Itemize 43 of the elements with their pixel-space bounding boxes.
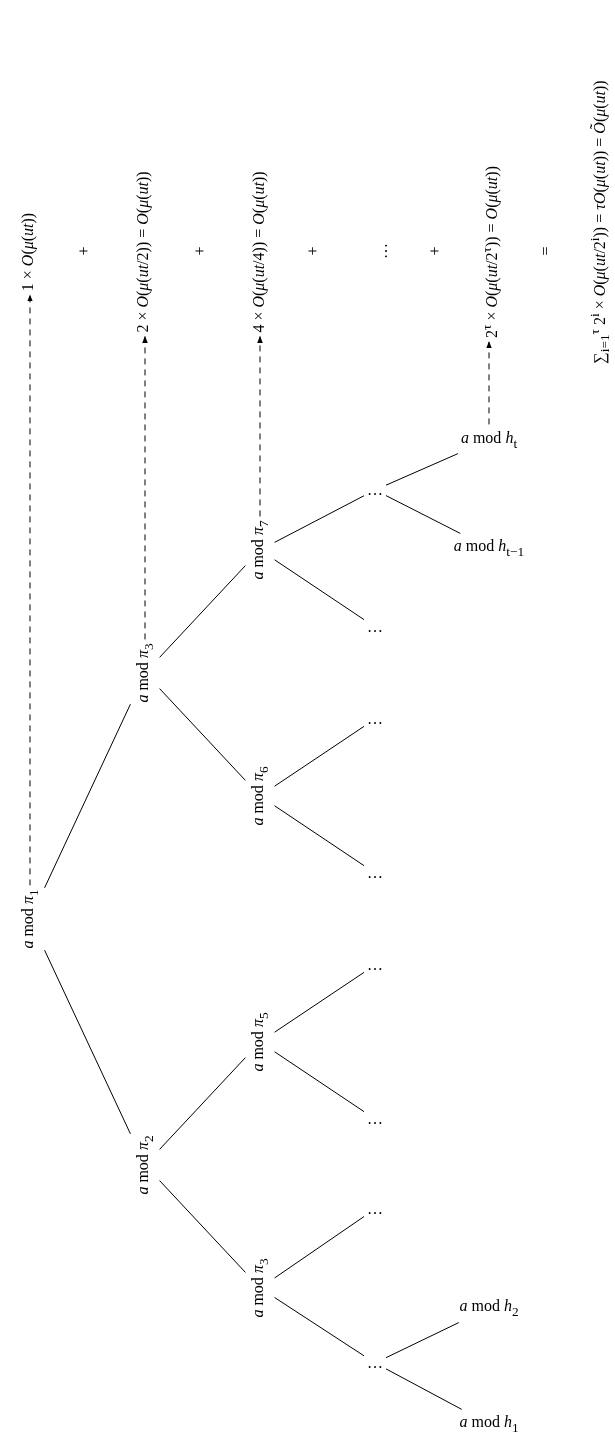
formula-text: + (190, 246, 210, 256)
formula-text: + (303, 246, 323, 256)
node-label: a mod h$_{2}$ (459, 1296, 519, 1320)
arrow (486, 341, 492, 425)
tree-branch-line (385, 453, 459, 486)
tree-branch-line (274, 559, 365, 621)
node-label: … (367, 863, 383, 883)
node-label: 4 × O(μ(ut/4)) = O(μ(ut)) (249, 171, 269, 333)
tree-branch-line (274, 1051, 365, 1113)
node-label: a mod h$_{t−1}$ (453, 536, 525, 560)
node-label: … (367, 480, 383, 500)
node-label: … (367, 1109, 383, 1129)
tree-branch-line (274, 495, 365, 543)
formula-text: + (74, 246, 94, 256)
arrow (27, 294, 33, 886)
tree-branch-line (385, 1322, 460, 1359)
tree-branch-line (159, 688, 246, 781)
node-label: a mod h$_{1}$ (459, 1412, 519, 1435)
tree-branch-line (385, 495, 461, 534)
tree-branch-line (274, 725, 365, 787)
tree-branch-line (385, 1368, 463, 1410)
tree-branch-line (159, 565, 246, 658)
tree-branch-line (159, 1180, 246, 1273)
node-label: 1 × O(μ(ut)) (18, 212, 38, 292)
tree-branch-line (44, 703, 131, 889)
arrow (142, 335, 148, 640)
tree-branch-line (44, 949, 131, 1135)
tree-branch-line (274, 805, 365, 867)
tree-branch-line (159, 1057, 246, 1150)
formula-text: = (536, 246, 556, 256)
tree-branch-line (274, 971, 365, 1033)
node-label: … (367, 617, 383, 637)
arrow (257, 335, 263, 517)
node-label: … (367, 1199, 383, 1219)
node-label: 2 × O(μ(ut/2)) = O(μ(ut)) (133, 171, 153, 333)
node-label: … (367, 955, 383, 975)
node-label: a mod h$_{t}$ (460, 428, 518, 452)
formula-text: … (372, 243, 392, 259)
formula-text: + (425, 246, 445, 256)
node-label: … (367, 709, 383, 729)
tree-branch-line (274, 1216, 365, 1279)
tree-branch-line (274, 1297, 365, 1357)
node-label: … (367, 1353, 383, 1373)
